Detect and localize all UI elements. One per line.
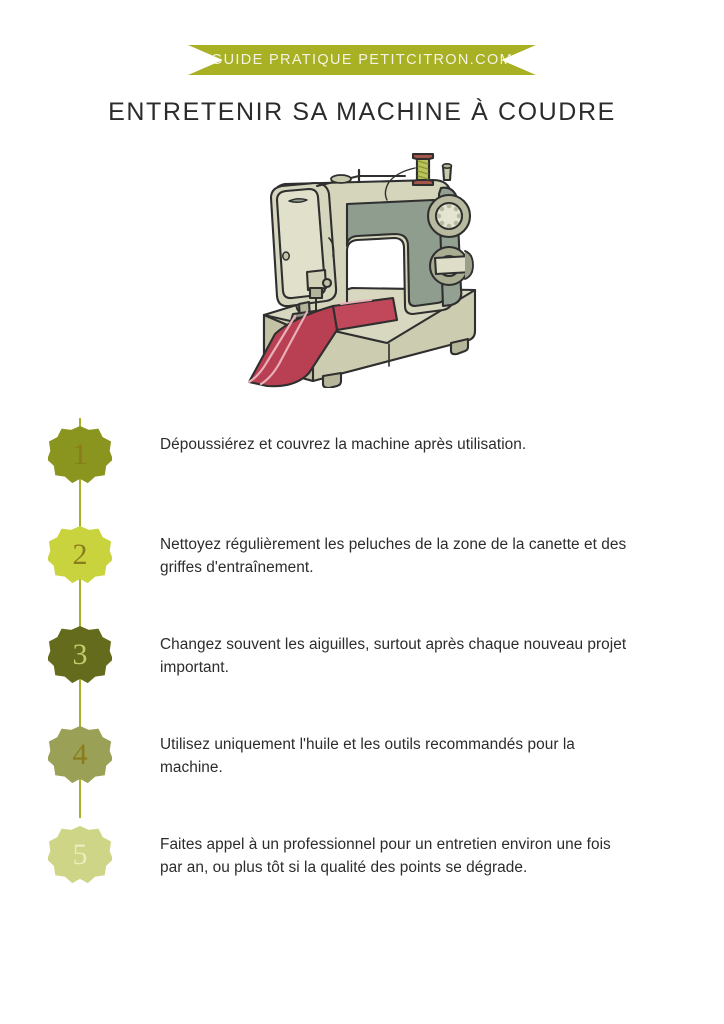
step-number: 3 bbox=[72, 638, 88, 671]
badge-scallop-shape bbox=[48, 825, 112, 884]
step-badge-2: 2 bbox=[48, 523, 112, 587]
fabric-stitch-1 bbox=[247, 314, 297, 384]
badge-scallop-shape bbox=[48, 525, 112, 584]
fabric-stitch-2 bbox=[259, 310, 309, 386]
badge-column: 3 bbox=[0, 618, 160, 718]
step-number: 2 bbox=[72, 538, 88, 571]
bobbin-winder-cap bbox=[441, 162, 453, 169]
needle-screw bbox=[321, 277, 333, 289]
spool-thread bbox=[415, 157, 431, 182]
page-title: ENTRETENIR SA MACHINE À COUDRE bbox=[108, 98, 616, 126]
thread-spool bbox=[411, 152, 435, 187]
stitch-dial-dots bbox=[436, 203, 462, 229]
step-badge-5: 5 bbox=[48, 823, 112, 887]
step-badge-3: 3 bbox=[48, 623, 112, 687]
step-badge-1: 1 bbox=[48, 423, 112, 487]
banner-ribbon: GUIDE PRATIQUE PETITCITRON.COM bbox=[0, 45, 724, 75]
thread-tension-disc bbox=[330, 174, 352, 184]
step-description: Utilisez uniquement l'huile et les outil… bbox=[160, 736, 575, 776]
badge-column: 4 bbox=[0, 718, 160, 818]
step-number: 5 bbox=[72, 838, 88, 871]
step-item: 4 Utilisez uniquement l'huile et les out… bbox=[0, 718, 724, 818]
fabric-drape bbox=[247, 304, 339, 388]
badge-column: 2 bbox=[0, 518, 160, 618]
thread-line bbox=[384, 167, 416, 201]
badge-scallop-shape bbox=[48, 425, 112, 484]
fabric-stitch-3 bbox=[340, 299, 372, 305]
step-item: 3 Changez souvent les aiguilles, surtout… bbox=[0, 618, 724, 718]
machine-foot-front bbox=[321, 371, 343, 388]
badge-scallop-shape bbox=[48, 725, 112, 784]
head-slot bbox=[288, 197, 308, 204]
step-item: 2 Nettoyez régulièrement les peluches de… bbox=[0, 518, 724, 618]
head-crease bbox=[328, 237, 335, 257]
needle-bar-housing bbox=[305, 268, 328, 292]
step-description: Dépoussiérez et couvrez la machine après… bbox=[160, 436, 527, 453]
step-number: 4 bbox=[72, 738, 88, 771]
badge-column: 1 bbox=[0, 418, 160, 518]
step-description: Faites appel à un professionnel pour un … bbox=[160, 836, 611, 876]
banner-ribbon-shape: GUIDE PRATIQUE PETITCITRON.COM bbox=[188, 45, 536, 75]
machine-foot-back bbox=[449, 337, 470, 356]
head-screw bbox=[282, 251, 290, 261]
step-description: Nettoyez régulièrement les peluches de l… bbox=[160, 536, 627, 576]
step-description: Changez souvent les aiguilles, surtout a… bbox=[160, 636, 627, 676]
step-item: 5 Faites appel à un professionnel pour u… bbox=[0, 818, 724, 918]
step-item: 1 Dépoussiérez et couvrez la machine apr… bbox=[0, 418, 724, 518]
badge-scallop-shape bbox=[48, 625, 112, 684]
sewing-machine-illustration bbox=[0, 138, 724, 388]
banner-label: GUIDE PRATIQUE PETITCITRON.COM bbox=[210, 52, 514, 68]
needle-clamp bbox=[308, 286, 324, 300]
steps-list: 1 Dépoussiérez et couvrez la machine apr… bbox=[0, 418, 724, 918]
step-badge-4: 4 bbox=[48, 723, 112, 787]
sewing-machine-svg bbox=[247, 152, 477, 388]
hand-wheel-edge bbox=[464, 250, 474, 280]
badge-column: 5 bbox=[0, 818, 160, 887]
spool-thread-lines bbox=[417, 160, 429, 180]
step-number: 1 bbox=[72, 438, 88, 471]
